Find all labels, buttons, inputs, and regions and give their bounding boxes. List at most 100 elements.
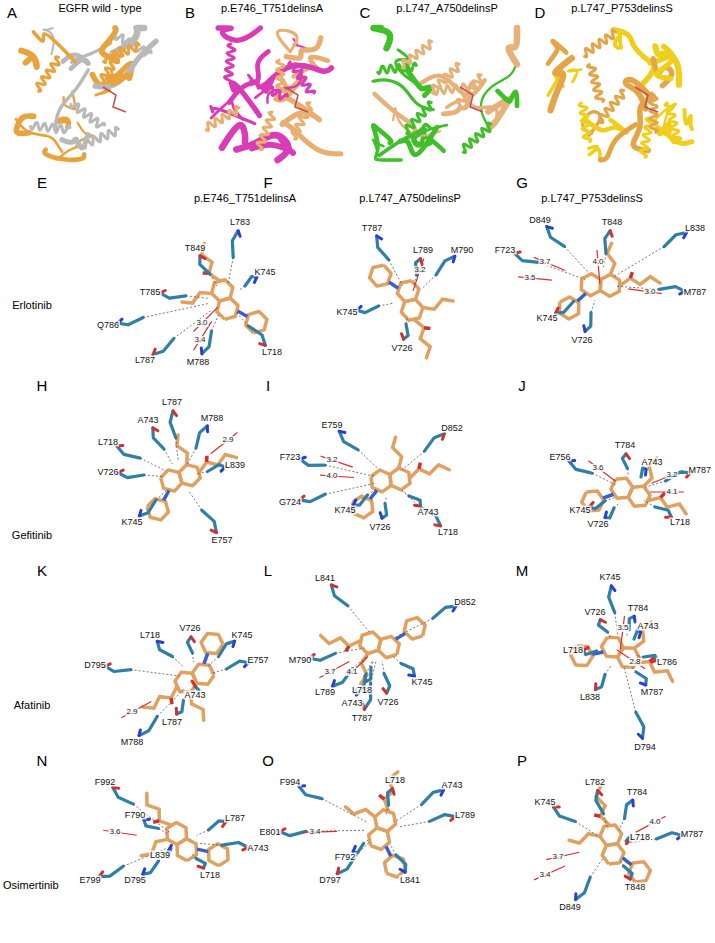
residue-sticks: [589, 501, 605, 509]
residue-label: K745: [253, 268, 276, 277]
residue-label: L838: [684, 224, 706, 233]
drug-name: Gefitinib: [12, 530, 52, 541]
interaction-line: [238, 286, 245, 291]
ribbon-strand: [374, 28, 391, 48]
residue-sticks: [99, 866, 123, 876]
interaction-line: [395, 804, 421, 821]
helix: [101, 48, 124, 83]
distance-label: 4.1: [345, 668, 358, 676]
atom-tip: [198, 866, 204, 868]
oxygen: [630, 272, 632, 278]
residue-label: M790: [450, 246, 475, 255]
residue-label: T787: [351, 714, 374, 723]
panel-letter: H: [37, 378, 48, 393]
panel-letter: F: [263, 175, 272, 190]
helix: [292, 103, 312, 139]
atom-tip: [139, 730, 140, 736]
residue-sticks: [105, 666, 131, 671]
residue-label: L841: [399, 876, 421, 885]
residue-label: A743: [136, 416, 159, 425]
helix: [600, 90, 625, 123]
interaction-line: [335, 648, 364, 653]
residue-sticks: [555, 302, 573, 314]
residue-sticks: [153, 338, 174, 354]
interaction-line: [207, 657, 219, 668]
interaction-line: [605, 665, 611, 674]
interaction-line: [636, 655, 644, 657]
protein-ribbon: [373, 28, 517, 160]
residue-label: L718: [629, 833, 651, 842]
interaction-line: [644, 500, 655, 507]
interaction-line: [389, 260, 403, 286]
panel-letter: L: [264, 563, 272, 578]
residue-label: V726: [96, 468, 119, 477]
hydrogen-bond: [534, 257, 565, 270]
residue-label: A743: [640, 458, 663, 467]
oxygen: [379, 795, 385, 799]
atom-tip: [157, 641, 163, 642]
residue-label: L787: [161, 718, 183, 727]
panel-title: p.L747_A750delinsP: [359, 193, 461, 204]
interaction-line: [192, 854, 196, 858]
residue-label: T848: [601, 218, 624, 227]
helix: [289, 61, 315, 94]
atom-tip: [598, 791, 602, 795]
interaction-line: [422, 275, 437, 289]
residue-label: D797: [318, 876, 342, 885]
atom-tip: [153, 428, 158, 431]
distance-label: 2.8: [628, 658, 641, 666]
residue-sticks: [157, 641, 172, 656]
residue-label: L787: [224, 814, 246, 823]
atom-tip: [600, 620, 605, 623]
oxygen: [424, 326, 430, 329]
ribbon-strand: [613, 30, 648, 60]
atom-tip: [211, 530, 216, 532]
residue-sticks: [170, 411, 176, 438]
interaction-line: [131, 670, 179, 676]
residue-label: L718: [384, 776, 406, 785]
interaction-line: [144, 475, 164, 477]
panel-letter: N: [37, 753, 48, 768]
interaction-line: [352, 655, 367, 668]
atom-tip: [192, 681, 195, 686]
aromatic-ring: [214, 296, 240, 320]
residue-label: T784: [626, 788, 649, 797]
atom-tip: [409, 675, 415, 676]
helix: [37, 57, 60, 91]
ligand: [126, 630, 249, 742]
side-chain: [409, 464, 450, 478]
residue-label: E757: [246, 656, 269, 665]
ribbon-strand: [373, 125, 391, 143]
hydrogen-bond: [617, 650, 645, 669]
residue-sticks: [596, 791, 604, 814]
residue-label: D794: [633, 743, 657, 752]
interaction-line: [358, 450, 378, 469]
oxygen: [205, 456, 209, 462]
distance-label: 4.1: [665, 488, 678, 496]
panel-letter: I: [266, 378, 270, 393]
residue-sticks: [310, 653, 336, 660]
residue-label: L718: [261, 348, 283, 357]
interaction-line: [322, 799, 368, 823]
ribbon-strand: [655, 46, 679, 84]
interaction-line: [186, 296, 209, 298]
helix: [401, 41, 433, 69]
distance-label: 3.0: [643, 288, 656, 296]
interaction-line: [624, 667, 636, 712]
helix: [462, 123, 492, 153]
interaction-line: [212, 315, 219, 331]
panel-title: p.E746_T751delinsA: [194, 193, 296, 204]
interaction-line: [197, 830, 209, 835]
aromatic-ring: [389, 467, 410, 491]
distance-label: 3.5: [616, 624, 629, 632]
residue-label: A743: [636, 622, 659, 631]
residue-sticks: [208, 465, 226, 472]
interaction-line: [564, 246, 589, 273]
interaction-line: [575, 821, 598, 836]
hydrogen-bond: [194, 307, 218, 331]
interaction-line: [228, 257, 233, 284]
atom-tip: [353, 500, 355, 505]
residue-sticks: [143, 861, 159, 874]
hydrogen-bond: [534, 866, 565, 880]
interaction-line: [604, 814, 608, 830]
